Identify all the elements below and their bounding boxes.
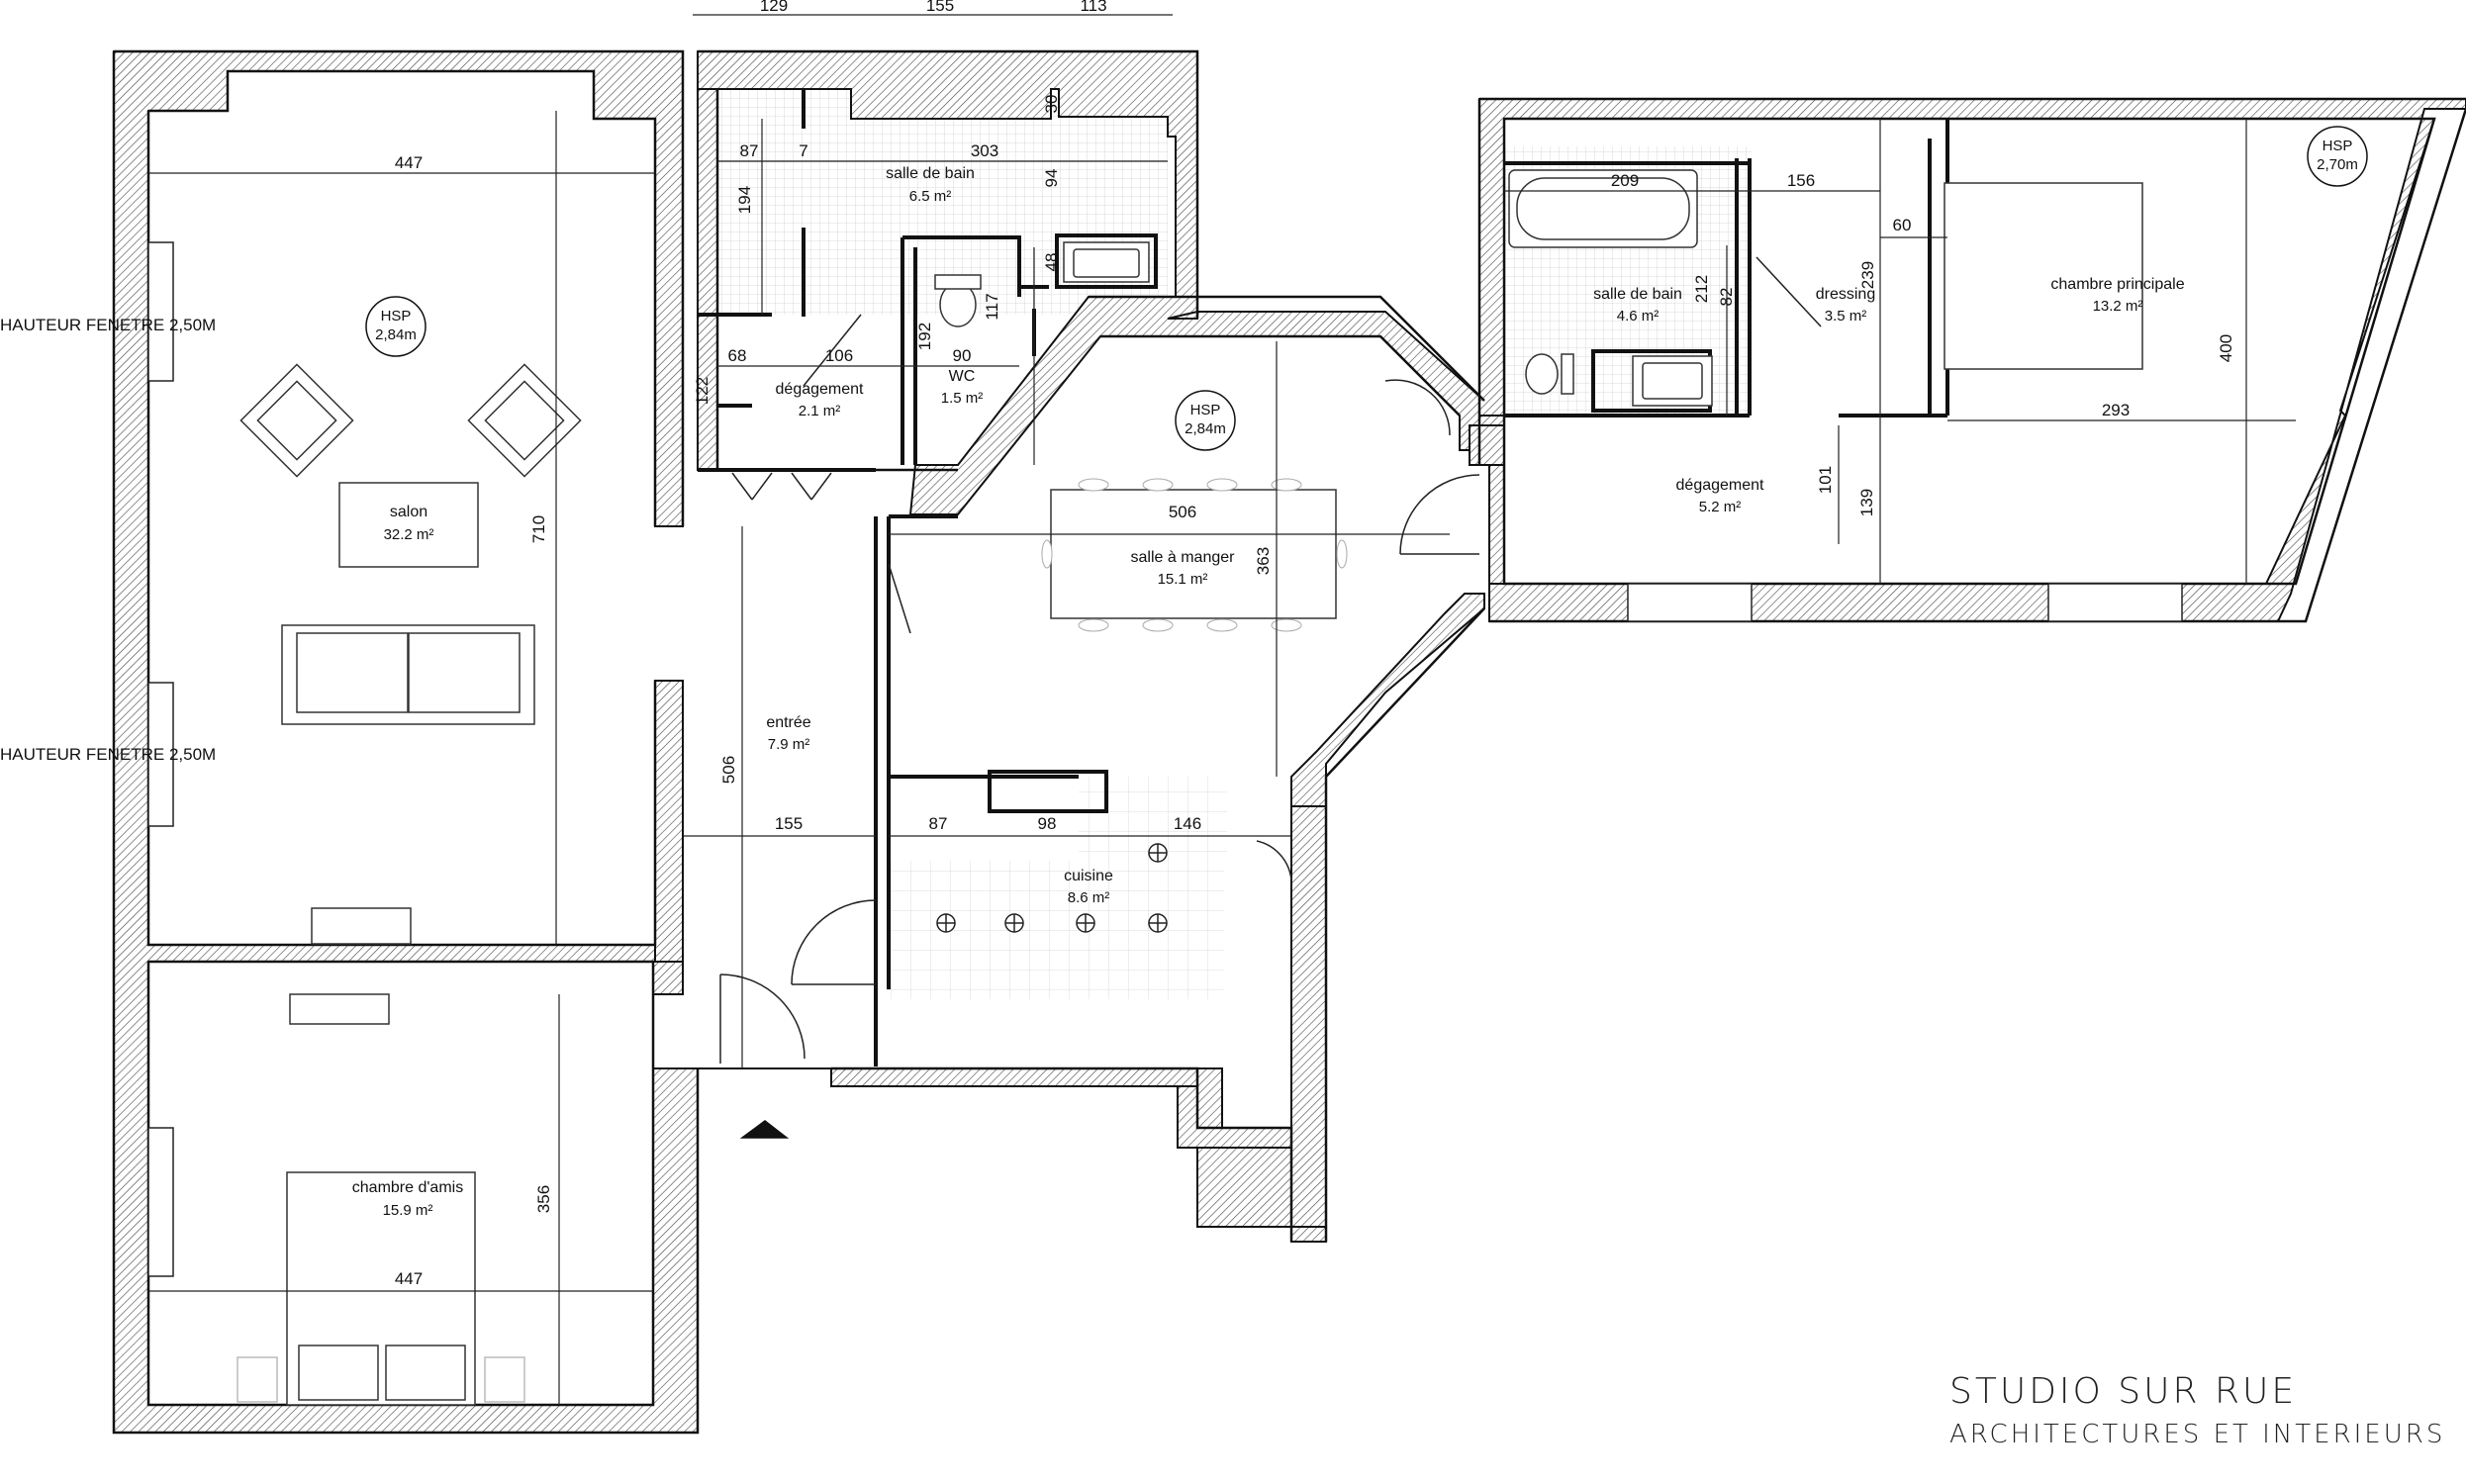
hsp-salon: HSP 2,84m [365,296,427,357]
room-deg1-name: dégagement [776,381,865,398]
coffee-table-icon [338,482,479,568]
hsp-sam: HSP 2,84m [1175,390,1236,451]
dim-deg-h: 122 [693,377,711,405]
entrance-arrow-icon [739,1120,790,1139]
brand-tagline: ARCHITECTURES ET INTERIEURS [1949,1420,2445,1449]
room-chambre-area: 13.2 m² [2093,298,2143,315]
hsp-circle-icon [365,296,427,357]
dim-cui-w2: 98 [1038,814,1057,833]
dim-entree-h: 506 [719,756,738,784]
room-entree-area: 7.9 m² [768,736,810,753]
dim-dr-h: 239 [1858,261,1877,289]
dim-salon-w: 447 [395,153,423,172]
dim-deg2-h2: 139 [1857,489,1876,516]
room-wc-area: 1.5 m² [941,390,984,407]
room-dressing-name: dressing [1816,286,1875,303]
room-amis-area: 15.9 m² [383,1202,433,1219]
room-sdb2-area: 4.6 m² [1617,308,1660,325]
dim-wc-h1: 192 [915,323,934,350]
doors [719,256,1822,1064]
room-amis-name: chambre d'amis [352,1179,463,1196]
dim-wc-w: 90 [953,346,972,365]
room-deg2-area: 5.2 m² [1699,499,1742,515]
dim-entree-w: 155 [775,814,803,833]
dim-dr-w2: 60 [1893,216,1912,234]
room-sdb2-name: salle de bain [1593,286,1682,303]
hsp-circle-icon [1175,390,1236,451]
hsp-value: 2,70m [2317,156,2358,173]
dim-sdb-h2: 94 [1042,169,1061,188]
room-deg2-name: dégagement [1676,477,1765,494]
dim-sdb2-h2: 82 [1717,288,1736,307]
wall-outlines [112,49,2466,1435]
hsp-label: HSP [381,308,412,325]
room-deg1-area: 2.1 m² [799,403,841,419]
room-cuisine-name: cuisine [1064,868,1113,884]
dim-sdb-w3: 303 [971,141,998,160]
room-entree-name: entrée [766,714,810,731]
room-dressing-area: 3.5 m² [1825,308,1867,325]
dim-sdb-w2: 7 [799,141,807,160]
window-height-note: HAUTEUR FENETRE 2,50M [0,745,216,764]
room-sam-area: 15.1 m² [1158,571,1208,588]
hsp-value: 2,84m [375,326,417,343]
dim-sdb-w1: 87 [740,141,759,160]
dim-sam-h: 363 [1254,547,1273,575]
room-sdb1-area: 6.5 m² [909,188,952,205]
hsp-circle-icon [2307,126,2368,187]
hsp-value: 2,84m [1185,420,1226,437]
hsp-label: HSP [1190,402,1221,418]
fixtures [237,169,2143,1406]
dim-cui-w1: 87 [929,814,948,833]
dimension-lines [148,14,2296,1405]
walls [113,50,2466,1434]
dim-deg-w1: 68 [728,346,747,365]
dim-sdb-h4: 48 [1042,253,1061,272]
room-cuisine-area: 8.6 m² [1068,889,1110,906]
dim-cui-w3: 146 [1174,814,1201,833]
dining-table-icon [1050,489,1337,619]
dim-ch-w: 293 [2102,401,2130,419]
dim-sdb2-h1: 212 [1692,275,1711,303]
dim-wc-h2: 117 [983,293,1001,320]
dim-top2: 155 [926,0,954,15]
dimension-labels: 129 155 113 447 710 87 7 303 194 94 30 4… [395,0,2235,1288]
room-wc-name: WC [949,368,976,385]
hsp-chambre: HSP 2,70m [2307,126,2368,187]
dim-deg2-h1: 101 [1816,466,1835,494]
bed-icon [1944,182,2143,370]
window-height-note: HAUTEUR FENETRE 2,50M [0,316,216,334]
dim-ch-h: 400 [2217,334,2235,362]
armchair-icon [467,363,582,478]
room-chambre-name: chambre principale [2050,276,2184,293]
room-labels: salon 32.2 m² salle de bain 6.5 m² dégag… [352,165,2185,1219]
dim-dr-w: 156 [1787,171,1815,190]
room-sdb1-name: salle de bain [886,165,975,182]
dim-sam-w: 506 [1169,503,1196,521]
windows [147,241,2183,1277]
dim-deg-w2: 106 [825,346,853,365]
room-sam-name: salle à manger [1131,549,1236,566]
dim-top3: 113 [1080,0,1106,15]
dim-sdb-h1: 194 [735,186,754,214]
dim-amis-h: 356 [534,1185,553,1213]
hsp-label: HSP [2323,138,2353,154]
room-salon-name: salon [390,504,427,520]
dim-top1: 129 [760,0,788,15]
dim-amis-w: 447 [395,1269,423,1288]
armchair-icon [239,363,354,478]
brand-name: STUDIO SUR RUE [1949,1371,2297,1412]
dim-sdb2-w: 209 [1611,171,1639,190]
toilet-icon [1525,353,1559,395]
partitions [698,89,1949,1067]
dim-salon-h: 710 [529,515,548,543]
room-salon-area: 32.2 m² [384,526,434,543]
dim-sdb-h3: 30 [1042,95,1061,114]
